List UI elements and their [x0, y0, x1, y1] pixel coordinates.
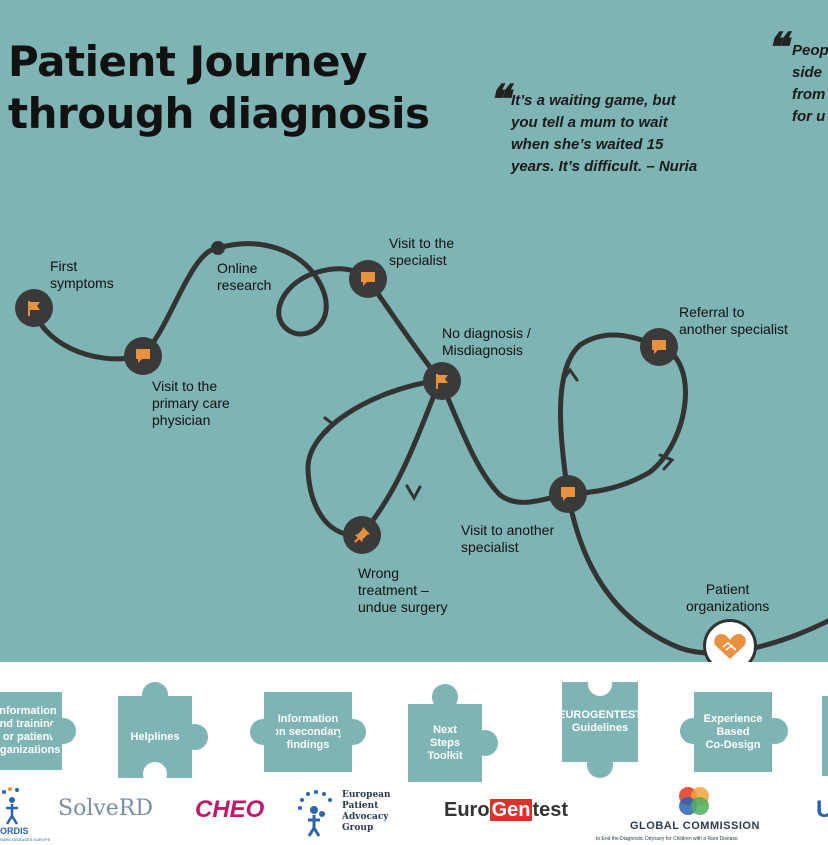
speech-bubble-icon	[561, 487, 575, 501]
edge-logo: U	[816, 796, 828, 823]
eurordis-logo: ORDIS RARE DISEASES EUROPE	[0, 786, 50, 844]
puzzle-notch	[143, 762, 167, 786]
puzzle-knob	[587, 752, 613, 778]
eurordis-figure-icon	[2, 787, 19, 825]
global-commission-logo: GLOBAL COMMISSION to End the Diagnostic …	[596, 784, 796, 844]
puzzle-knob	[340, 719, 366, 745]
puzzle-knob	[680, 718, 706, 744]
primary-care-node	[124, 337, 162, 375]
puzzle-knob	[250, 719, 276, 745]
handshake-icon	[714, 634, 746, 659]
puzzle-knob	[472, 730, 498, 756]
wrong-treatment-node	[343, 516, 381, 554]
cheo-logo: CHEO	[195, 796, 265, 823]
misdiagnosis-node	[423, 362, 461, 400]
quote-mark-icon: ❝	[766, 24, 788, 71]
first-symptoms-node	[15, 289, 53, 327]
referral-node	[640, 328, 678, 366]
puzzle-notch	[588, 672, 612, 696]
journey-panel: Patient Journey through diagnosis ❝ It’s…	[0, 0, 828, 662]
puzzle-knob	[142, 682, 168, 708]
speech-bubble-icon	[136, 349, 150, 363]
page-title: Patient Journey through diagnosis	[8, 37, 430, 138]
epag-figure-icon	[298, 790, 332, 837]
speech-bubble-icon	[652, 340, 666, 354]
quote-nuria: It’s a waiting game, but you tell a mum …	[511, 92, 698, 175]
global-commission-icon	[679, 787, 709, 815]
puzzle-knob	[182, 724, 208, 750]
flag-icon	[436, 374, 448, 389]
speech-bubble-icon	[361, 272, 375, 286]
puzzle-knob	[432, 684, 458, 710]
puzzle-knob	[50, 718, 76, 744]
solverd-logo: SolveRD	[58, 796, 154, 821]
specialist-node	[349, 260, 387, 298]
puzzle-piece-edge	[822, 696, 828, 776]
puzzle-knob	[762, 718, 788, 744]
quote-second: Peop side from for u	[792, 42, 828, 125]
another-specialist-node	[549, 475, 587, 513]
pin-icon	[354, 527, 370, 543]
quote-mark-icon: ❝	[488, 76, 510, 123]
step-misdiagnosis: No diagnosis /Misdiagnosis	[442, 325, 531, 358]
flag-icon	[28, 301, 40, 316]
patient-organizations-node	[703, 619, 757, 662]
